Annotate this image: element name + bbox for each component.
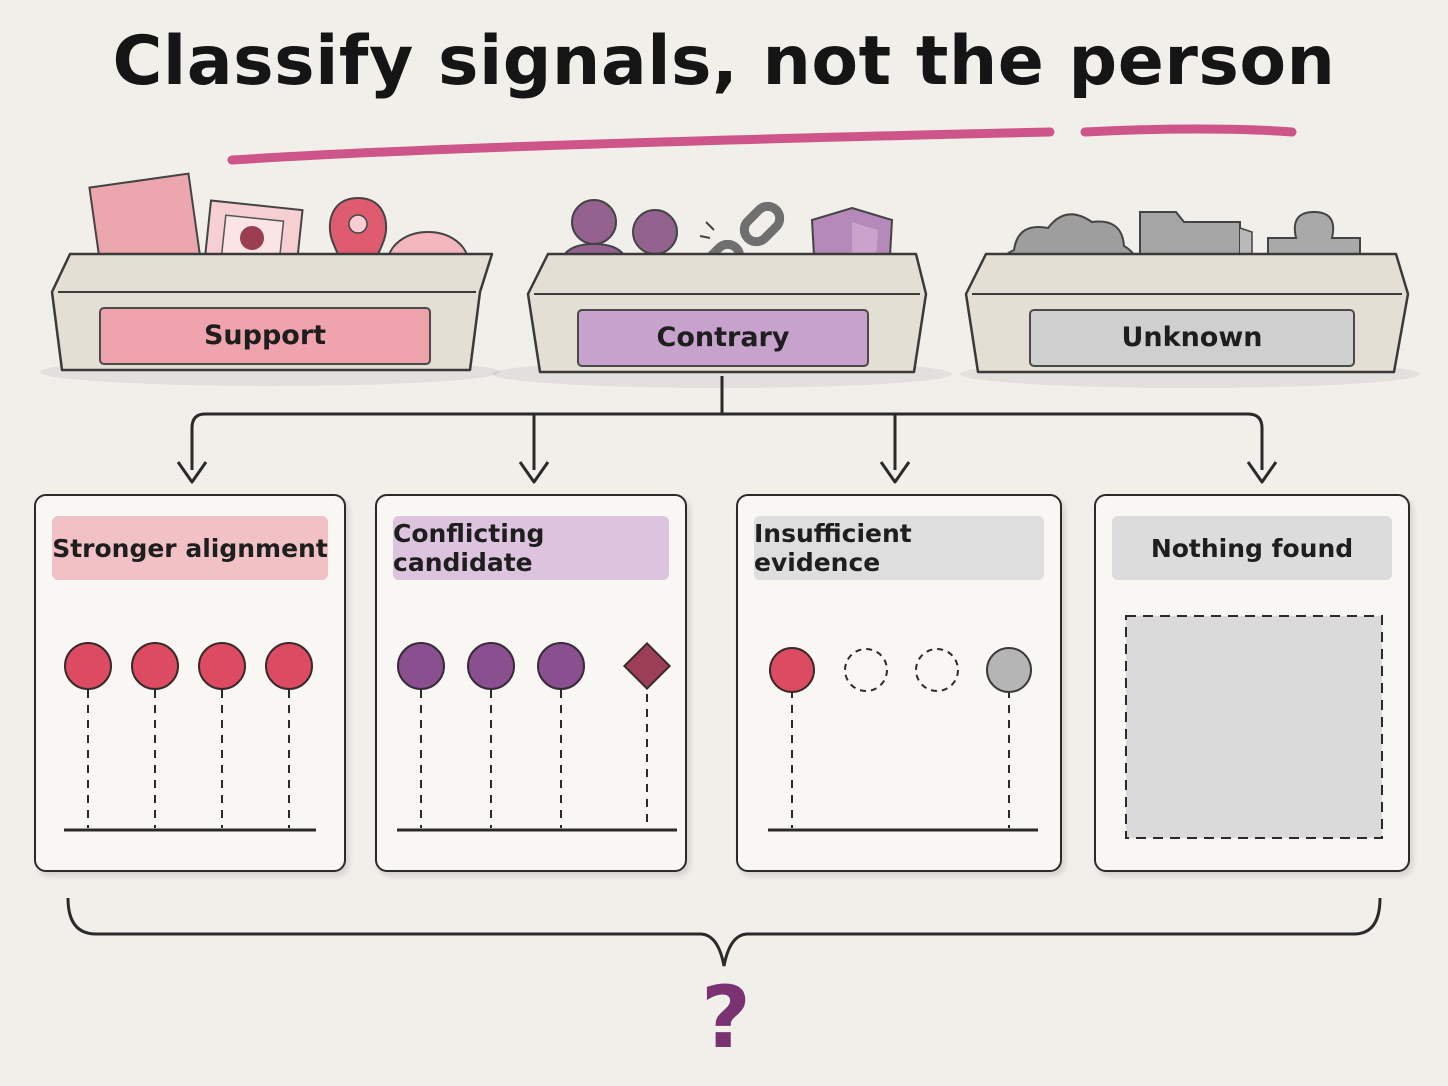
timeline-graphic bbox=[397, 641, 677, 832]
page-title: Classify signals, not the person bbox=[112, 22, 1336, 101]
unknown-tray bbox=[960, 210, 1420, 388]
unknown-signal-marker bbox=[986, 647, 1032, 693]
signal-marker bbox=[265, 642, 313, 690]
grouping-brace bbox=[66, 897, 1382, 967]
contrary-tray bbox=[492, 199, 952, 388]
empty-placeholder bbox=[1125, 615, 1383, 839]
card-stronger-alignment: Stronger alignment bbox=[34, 494, 346, 872]
branch-connector bbox=[176, 376, 1278, 484]
timeline-graphic bbox=[768, 647, 1038, 832]
missing-signal-marker bbox=[915, 648, 959, 692]
card-nothing-found: Nothing found bbox=[1094, 494, 1410, 872]
tray-label-unknown: Unknown bbox=[1121, 322, 1263, 353]
card-title: Stronger alignment bbox=[52, 516, 328, 580]
title-underline bbox=[227, 124, 1297, 165]
signal-marker bbox=[397, 642, 445, 690]
signal-marker bbox=[64, 642, 112, 690]
card-title: Conflicting candidate bbox=[393, 516, 669, 580]
signal-marker bbox=[131, 642, 179, 690]
signal-marker bbox=[769, 647, 815, 693]
support-tray bbox=[40, 172, 500, 386]
tray-label-support: Support bbox=[203, 320, 327, 351]
tray-label-contrary: Contrary bbox=[656, 322, 790, 353]
question-mark-icon: ? bbox=[701, 968, 751, 1068]
signal-marker bbox=[467, 642, 515, 690]
signal-marker bbox=[198, 642, 246, 690]
timeline-graphic bbox=[64, 642, 316, 832]
card-conflicting-candidate: Conflicting candidate bbox=[375, 494, 687, 872]
missing-signal-marker bbox=[844, 648, 888, 692]
conflict-diamond-marker bbox=[622, 641, 672, 691]
card-insufficient-evidence: Insufficient evidence bbox=[736, 494, 1062, 872]
card-title: Nothing found bbox=[1112, 516, 1392, 580]
signal-marker bbox=[537, 642, 585, 690]
card-title: Insufficient evidence bbox=[754, 516, 1044, 580]
